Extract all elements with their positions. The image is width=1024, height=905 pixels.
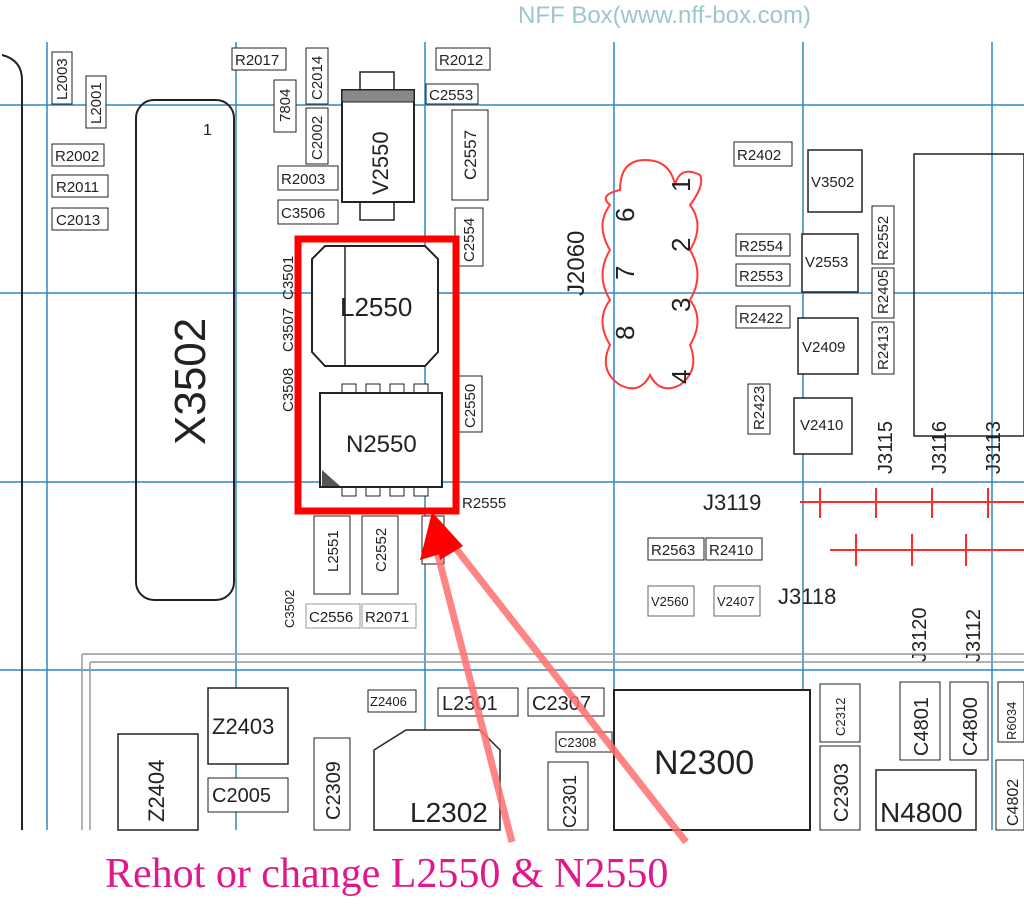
label-C3502: C3502	[282, 590, 297, 628]
label-Z2406: Z2406	[370, 694, 407, 709]
label-R2402: R2402	[737, 147, 781, 164]
label-C3501: C3501	[280, 256, 297, 300]
label-C2002: C2002	[309, 116, 326, 160]
pin-7: 7	[610, 266, 640, 280]
label-L2003: L2003	[54, 58, 71, 100]
label-C4801: C4801	[911, 697, 933, 756]
lower-region	[81, 653, 1024, 830]
label-R2003: R2003	[281, 171, 325, 188]
label-C3507: C3507	[280, 308, 297, 352]
label-C2553: C2553	[429, 87, 473, 104]
component-N2550: N2550	[319, 383, 443, 497]
label-R2423: R2423	[751, 386, 768, 430]
label-V2407: V2407	[717, 594, 755, 609]
label-C2312: C2312	[833, 698, 848, 736]
tp-J3119: J3119	[703, 490, 761, 515]
label-R2555: R2555	[462, 495, 506, 512]
label-R2002: R2002	[55, 148, 99, 165]
label-C2552: C2552	[373, 528, 390, 572]
label-C2556: C2556	[309, 609, 353, 626]
label-R2553: R2553	[739, 268, 783, 285]
component-J2060: J2060 6 1 7 2 8 3 4	[563, 158, 703, 390]
label-C3508: C3508	[280, 368, 297, 412]
label-V2409: V2409	[802, 339, 845, 356]
label-R6034: R6034	[1004, 702, 1019, 740]
pin-6: 6	[610, 208, 640, 222]
label-C2014: C2014	[309, 56, 326, 100]
label-V2553: V2553	[805, 254, 848, 271]
watermark: NFF Box(www.nff-box.com)	[518, 2, 811, 29]
label-Z2403: Z2403	[212, 714, 274, 739]
tp-J3112: J3112	[963, 609, 985, 662]
tp-J3116: J3116	[929, 421, 951, 474]
label-N4800: N4800	[880, 797, 963, 828]
testpoints: J3119 J3118 J3115 J3116 J3113 J3120 J311…	[703, 421, 1024, 662]
label-C2308: C2308	[558, 735, 596, 750]
tp-J3113: J3113	[983, 421, 1005, 474]
label-C2557: C2557	[461, 130, 480, 180]
component-L2550: L2550	[311, 245, 439, 367]
label-Z2404: Z2404	[144, 760, 169, 822]
label-V2550: V2550	[368, 131, 393, 195]
label-R2552: R2552	[875, 216, 892, 260]
label-L2550: L2550	[340, 292, 412, 322]
label-X3502: X3502	[166, 318, 215, 445]
label-R2017: R2017	[235, 52, 279, 69]
component-X3502: X3502 1	[135, 99, 235, 601]
label-C2013: C2013	[56, 212, 100, 229]
board-edge	[1, 54, 23, 830]
pin-2: 2	[666, 238, 696, 252]
pin-4: 4	[666, 370, 696, 384]
label-V2560: V2560	[651, 594, 689, 609]
label-J2060: J2060	[563, 231, 590, 296]
top-parts: R2017 R2012 C2014 7804 C2002 C2553 R2003…	[231, 47, 491, 267]
label-C2005: C2005	[212, 785, 271, 807]
label-C3506: C3506	[281, 205, 325, 222]
label-R2422: R2422	[739, 310, 783, 327]
label-V3502: V3502	[811, 174, 854, 191]
pin-3: 3	[666, 298, 696, 312]
label-R2012: R2012	[439, 52, 483, 69]
label-R2410: R2410	[709, 542, 753, 559]
label-R2071: R2071	[365, 609, 409, 626]
label-L2301: L2301	[442, 693, 498, 715]
label-R2554: R2554	[739, 238, 783, 255]
pointer-arrows	[420, 512, 689, 845]
label-X3502-pin: 1	[203, 122, 212, 139]
tp-J3120: J3120	[909, 608, 931, 663]
left-parts: L2003 L2001 R2002 R2011 C2013	[51, 51, 109, 231]
label-C2309: C2309	[323, 761, 345, 820]
label-C4802: C4802	[1005, 779, 1022, 826]
pin-1: 1	[666, 178, 696, 192]
instruction-caption: Rehot or change L2550 & N2550	[105, 851, 669, 897]
label-N2550: N2550	[346, 431, 417, 458]
right-parts: R2402 V3502 R2554 R2553 V2553 R2552 R240…	[647, 141, 1024, 617]
pin-8: 8	[610, 326, 640, 340]
label-C2554: C2554	[461, 218, 478, 262]
component-V2550: V2550	[341, 71, 415, 221]
label-R2413: R2413	[875, 326, 892, 370]
tp-J3118: J3118	[778, 584, 836, 609]
label-L2001: L2001	[88, 82, 105, 124]
tp-J3115: J3115	[875, 421, 897, 474]
label-L2551: L2551	[325, 530, 342, 572]
cap-column: C3501 C3507 C3508 C2550	[280, 256, 483, 433]
label-C2303: C2303	[831, 763, 853, 822]
label-7804: 7804	[277, 89, 294, 122]
lower-mid-parts: R2555 L2551 C2552 C3502 C2556 R2071	[282, 495, 506, 629]
label-L2302: L2302	[410, 797, 488, 828]
label-R2011: R2011	[56, 179, 99, 196]
label-C2301: C2301	[560, 775, 580, 828]
label-R2563: R2563	[651, 542, 695, 559]
label-V2410: V2410	[800, 417, 843, 434]
label-N2300: N2300	[654, 744, 754, 782]
lower-parts: Z2403 Z2404 Z2406 C2005 C2309 L2302 L230…	[117, 681, 1024, 831]
highlight-box	[294, 235, 460, 515]
label-C4800: C4800	[960, 697, 982, 756]
label-C2550: C2550	[462, 384, 479, 428]
label-R2405: R2405	[875, 270, 892, 314]
